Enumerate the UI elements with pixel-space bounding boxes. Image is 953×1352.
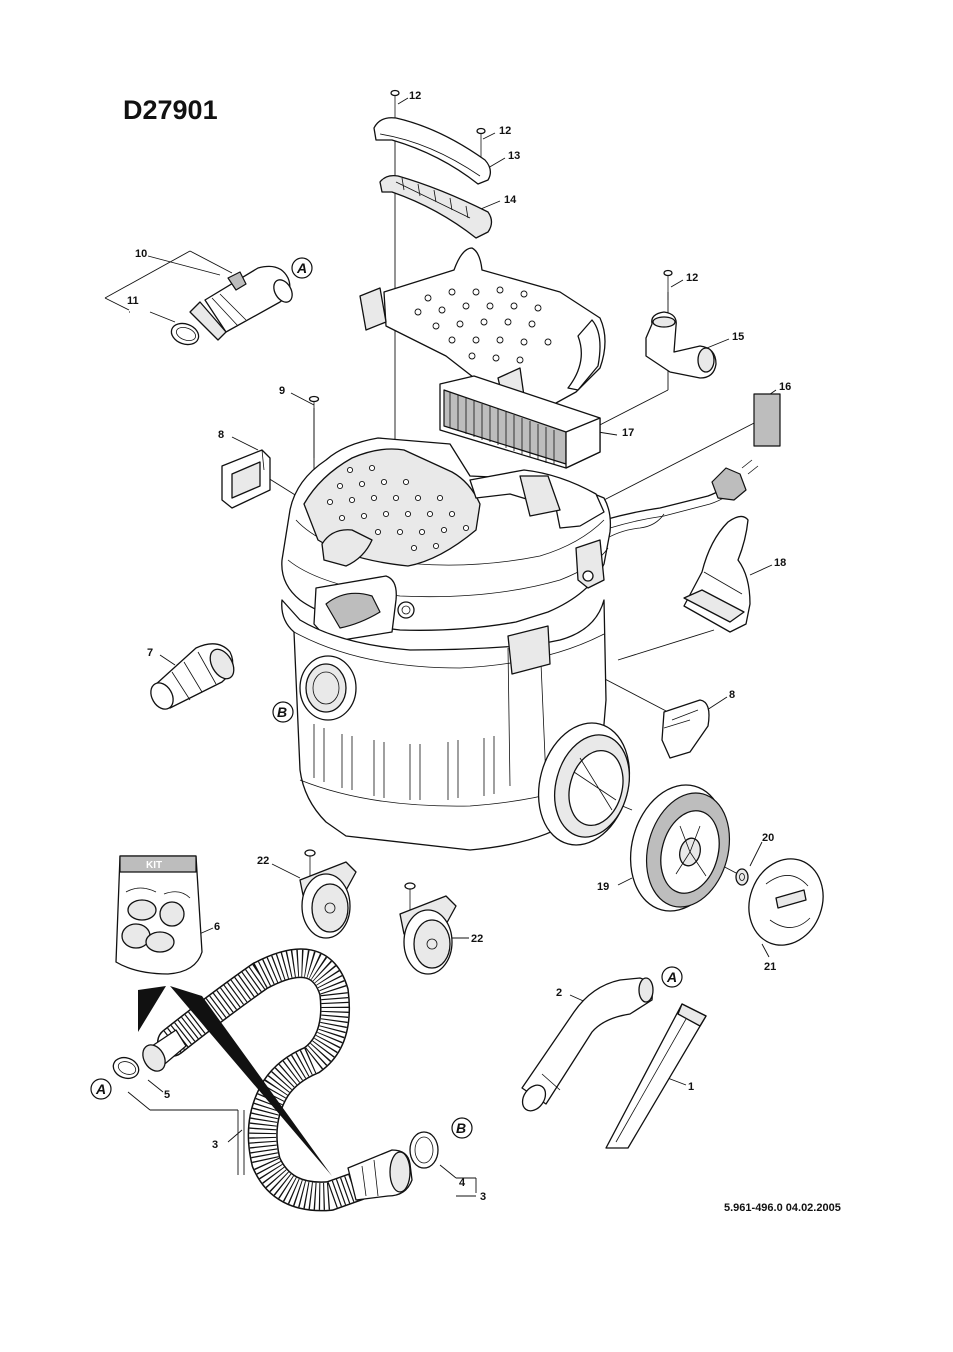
label-12-top: 12 — [409, 90, 421, 102]
label-12-right: 12 — [686, 272, 698, 284]
label-5: 5 — [164, 1089, 170, 1101]
hub-washer-20 — [736, 869, 748, 885]
svg-text:B: B — [277, 704, 287, 720]
callout-a-top: A — [292, 258, 312, 278]
label-22-left: 22 — [257, 855, 269, 867]
clamp-5 — [110, 1054, 141, 1082]
label-14: 14 — [504, 194, 517, 206]
svg-text:B: B — [456, 1120, 466, 1136]
svg-text:A: A — [296, 260, 307, 276]
label-8-left: 8 — [218, 429, 224, 441]
callout-a-hose: A — [91, 1079, 111, 1099]
svg-text:A: A — [666, 969, 677, 985]
label-8-right: 8 — [729, 689, 735, 701]
crevice-nozzle-1 — [606, 1004, 706, 1148]
label-3-right: 3 — [480, 1191, 486, 1203]
clamp-ring-11 — [168, 320, 201, 348]
label-12-mid: 12 — [499, 125, 511, 137]
nozzle-adapter-10 — [190, 266, 296, 340]
label-2: 2 — [556, 987, 562, 999]
bend-tube-2 — [518, 978, 653, 1115]
filter-pad-16 — [754, 394, 780, 446]
svg-text:A: A — [95, 1081, 106, 1097]
label-9: 9 — [279, 385, 285, 397]
hose-connector — [348, 1150, 412, 1200]
label-7: 7 — [147, 647, 153, 659]
callout-a-bend: A — [662, 967, 682, 987]
label-1: 1 — [688, 1081, 694, 1093]
screw-9 — [310, 397, 319, 459]
castor-22-right — [400, 883, 456, 974]
screw-12-top — [391, 91, 399, 121]
bracket-8-left — [222, 450, 270, 508]
label-13: 13 — [508, 150, 520, 162]
wheel-19 — [617, 774, 742, 921]
handle-cover-13 — [374, 118, 490, 184]
seal-ring-4 — [410, 1132, 438, 1168]
label-20: 20 — [762, 832, 774, 844]
label-19: 19 — [597, 881, 609, 893]
bracket-8-right — [662, 700, 709, 758]
castor-22-left — [300, 850, 356, 938]
adapter-7 — [146, 644, 238, 713]
label-10: 10 — [135, 248, 147, 260]
hose-holder-15 — [646, 312, 716, 378]
kit-label: KIT — [146, 860, 162, 871]
label-21: 21 — [764, 961, 776, 973]
label-4: 4 — [459, 1177, 466, 1189]
label-16: 16 — [779, 381, 791, 393]
callout-b-hose: B — [452, 1118, 472, 1138]
handle-14 — [380, 176, 492, 238]
kit-bag-6: KIT — [116, 856, 202, 974]
label-11: 11 — [127, 295, 139, 307]
label-18: 18 — [774, 557, 786, 569]
label-22-right: 22 — [471, 933, 483, 945]
label-17: 17 — [622, 427, 634, 439]
hub-cap-21 — [737, 848, 835, 955]
accessory-holder-18 — [684, 516, 750, 632]
label-15: 15 — [732, 331, 744, 343]
label-3-left: 3 — [212, 1139, 218, 1151]
callout-b-body: B — [273, 702, 293, 722]
screw-12-right — [664, 271, 672, 301]
label-6: 6 — [214, 921, 220, 933]
